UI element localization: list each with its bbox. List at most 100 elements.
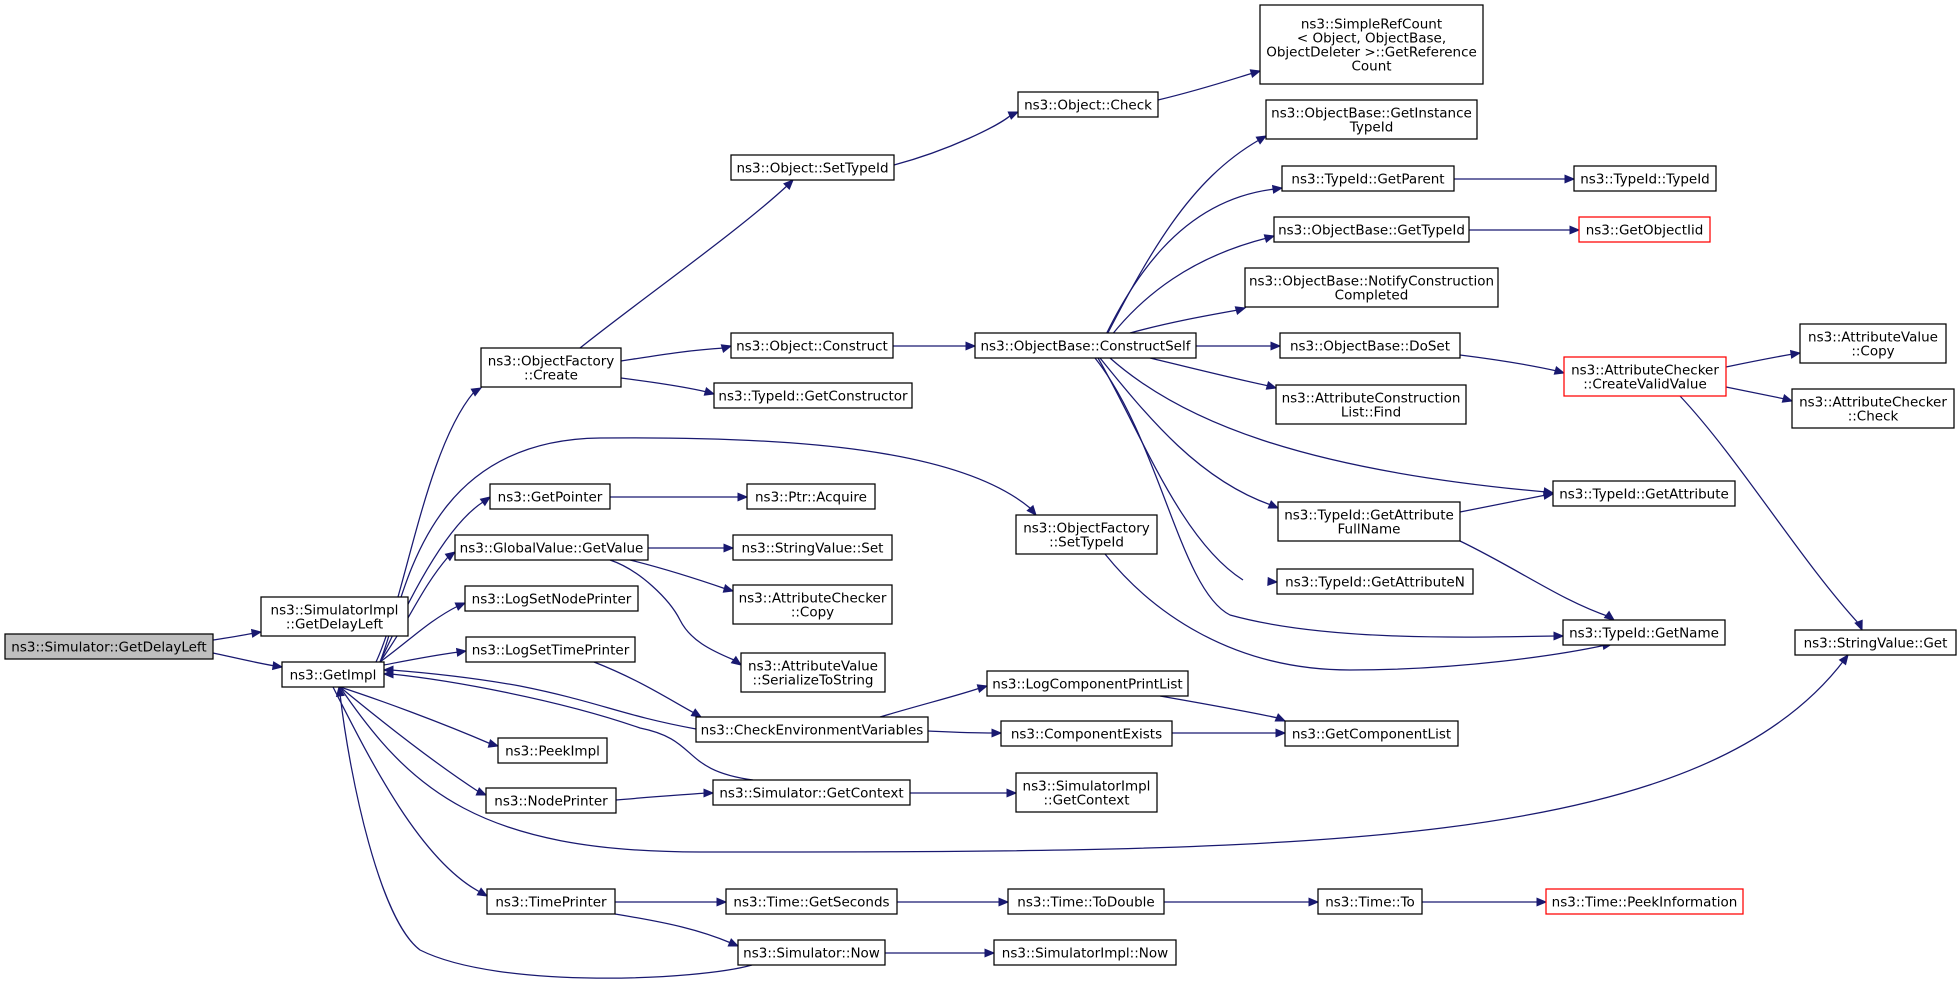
node-string-value-set[interactable]: ns3::StringValue::Set [732,534,893,561]
node-time-to-double[interactable]: ns3::Time::ToDouble [1007,888,1165,915]
node-type-id-get-name[interactable]: ns3::TypeId::GetName [1562,619,1726,646]
node-box [1562,619,1726,646]
node-box [695,716,929,743]
e-objfactorycreate-gettypeidconstructor-line [620,377,708,393]
node-object-set-type-id[interactable]: ns3::Object::SetTypeId [730,154,895,181]
e-nodeprinter-simgetcontext-line [615,792,707,801]
e-getattrfullname-typeidgetattribute-arrowhead [1542,490,1555,500]
e-getattrfullname-typeidgetname [1459,540,1616,621]
e-getimpl-peekimpl-arrowhead [487,739,500,748]
node-log-set-node-printer[interactable]: ns3::LogSetNodePrinter [464,585,639,612]
e-timegetseconds-timetodouble-arrowhead [998,897,1010,907]
node-type-id-type-id[interactable]: ns3::TypeId::TypeId [1573,165,1717,192]
node-sim-now[interactable]: ns3::Simulator::Now [737,939,886,966]
e-createvalid-attrvaluecopy-line [1725,353,1794,368]
e-createvalid-stringvalueget [1679,395,1863,632]
node-box [454,534,649,561]
e-getdelayleft-simimpl-line [212,632,255,641]
node-box [1007,888,1165,915]
node-object-construct[interactable]: ns3::Object::Construct [730,332,894,359]
node-get-component-list[interactable]: ns3::GetComponentList [1284,720,1459,747]
e-getimpl-logtimeprinter-line [383,651,460,666]
node-label: ns3::NodePrinter [494,794,608,810]
node-type-id-get-attribute[interactable]: ns3::TypeId::GetAttribute [1552,480,1736,507]
node-type-id-get-constructor[interactable]: ns3::TypeId::GetConstructor [713,382,913,409]
node-global-value-get-value[interactable]: ns3::GlobalValue::GetValue [454,534,649,561]
node-get-pointer[interactable]: ns3::GetPointer [489,483,611,510]
e-timeprinter-timegetseconds-arrowhead [716,897,728,907]
node-type-id-get-attribute-n[interactable]: ns3::TypeId::GetAttributeN [1276,568,1474,595]
node-label: ::Copy [791,605,834,621]
e-getimpl-timeprinter-arrowhead [476,887,489,897]
node-box [1317,888,1423,915]
node-obj-base-notify[interactable]: ns3::ObjectBase::NotifyConstructionCompl… [1244,267,1499,308]
node-label: ns3::AttributeChecker [739,591,887,607]
node-obj-base-construct-self[interactable]: ns3::ObjectBase::ConstructSelf [974,332,1197,359]
node-label: ns3::Simulator::GetContext [719,786,903,802]
node-label: ns3::TimePrinter [495,895,607,911]
node-box [1578,216,1711,243]
node-node-printer[interactable]: ns3::NodePrinter [485,787,617,814]
node-label: ns3::ObjectBase::NotifyConstruction [1249,274,1494,290]
e-timetodouble-timeto [1163,897,1320,907]
node-component-exists[interactable]: ns3::ComponentExists [1000,720,1173,747]
node-log-set-time-printer[interactable]: ns3::LogSetTimePrinter [465,636,636,663]
e-simgetcontext-getimpl [382,669,754,781]
node-time-to[interactable]: ns3::Time::To [1317,888,1423,915]
node-box [1277,501,1461,542]
node-box [713,382,913,409]
node-obj-factory-create[interactable]: ns3::ObjectFactory::Create [480,347,622,388]
node-box [485,787,617,814]
e-getimpl-getpointer [379,496,492,663]
node-get-impl[interactable]: ns3::GetImpl [281,661,385,688]
node-get-object-iid[interactable]: ns3::GetObjectIid [1578,216,1711,243]
node-time-peek-information[interactable]: ns3::Time::PeekInformation [1545,888,1744,915]
node-string-value-get[interactable]: ns3::StringValue::Get [1794,629,1957,656]
node-label: ns3::Time::ToDouble [1017,895,1154,911]
node-label: ::Create [524,368,578,384]
node-check-env-vars[interactable]: ns3::CheckEnvironmentVariables [695,716,929,743]
node-get-delay-left[interactable]: ns3::Simulator::GetDelayLeft [4,633,214,660]
node-log-comp-print-list[interactable]: ns3::LogComponentPrintList [986,670,1189,697]
node-label: ns3::ObjectFactory [488,354,615,370]
node-type-id-get-parent[interactable]: ns3::TypeId::GetParent [1281,165,1455,192]
node-label: ::CreateValidValue [1583,377,1707,393]
e-constructself-getparent-line [1094,188,1276,359]
e-checkenv-componentexists-arrowhead [991,728,1003,738]
node-object-check[interactable]: ns3::Object::Check [1017,91,1159,118]
node-sim-impl-get-context[interactable]: ns3::SimulatorImpl::GetContext [1015,772,1158,813]
e-globalvalue-stringvalueset-arrowhead [723,543,735,553]
node-attr-value-copy[interactable]: ns3::AttributeValue::Copy [1799,323,1947,364]
e-objfactorycreate-objsettypeid [579,179,794,349]
node-attr-value-serialize[interactable]: ns3::AttributeValue::SerializeToString [740,652,886,693]
node-simple-ref-count[interactable]: ns3::SimpleRefCount< Object, ObjectBase,… [1259,4,1484,85]
node-sim-impl-now[interactable]: ns3::SimulatorImpl::Now [993,939,1177,966]
node-sim-impl-get-delay-left[interactable]: ns3::SimulatorImpl::GetDelayLeft [260,596,409,637]
node-obj-factory-set-type-id[interactable]: ns3::ObjectFactory::SetTypeId [1015,514,1158,555]
node-obj-base-get-type-id[interactable]: ns3::ObjectBase::GetTypeId [1273,216,1470,243]
e-objfactorycreate-gettypeidconstructor-arrowhead [703,387,716,396]
e-getattrfullname-typeidgetname-arrowhead [1603,610,1616,621]
e-globalvalue-attrcheckercopy-arrowhead [722,584,735,593]
node-box [4,633,214,660]
node-attr-checker-check[interactable]: ns3::AttributeChecker::Check [1791,388,1955,429]
e-getimpl-nodeprinter-arrowhead [475,787,488,796]
node-ptr-acquire[interactable]: ns3::Ptr::Acquire [746,483,876,510]
node-attr-checker-copy[interactable]: ns3::AttributeChecker::Copy [732,584,893,625]
e-simgetcontext-getimpl-arrowhead [382,669,394,679]
node-time-get-seconds[interactable]: ns3::Time::GetSeconds [725,888,898,915]
node-sim-get-context[interactable]: ns3::Simulator::GetContext [712,779,911,806]
node-attr-checker-create-valid[interactable]: ns3::AttributeChecker::CreateValidValue [1563,356,1727,397]
node-obj-base-do-set[interactable]: ns3::ObjectBase::DoSet [1279,332,1461,359]
e-objfactorycreate-objconstruct [620,344,733,362]
node-peek-impl[interactable]: ns3::PeekImpl [497,737,608,764]
e-objsettypeid-objcheck [893,111,1020,166]
e-getimpl-getpointer-arrowhead [479,496,492,507]
node-label: ns3::ObjectBase::ConstructSelf [981,339,1192,355]
e-constructself-attrconstructionfind-line [1149,357,1270,387]
e-constructself-getattrfullname [1099,357,1280,509]
node-time-printer[interactable]: ns3::TimePrinter [486,888,616,915]
